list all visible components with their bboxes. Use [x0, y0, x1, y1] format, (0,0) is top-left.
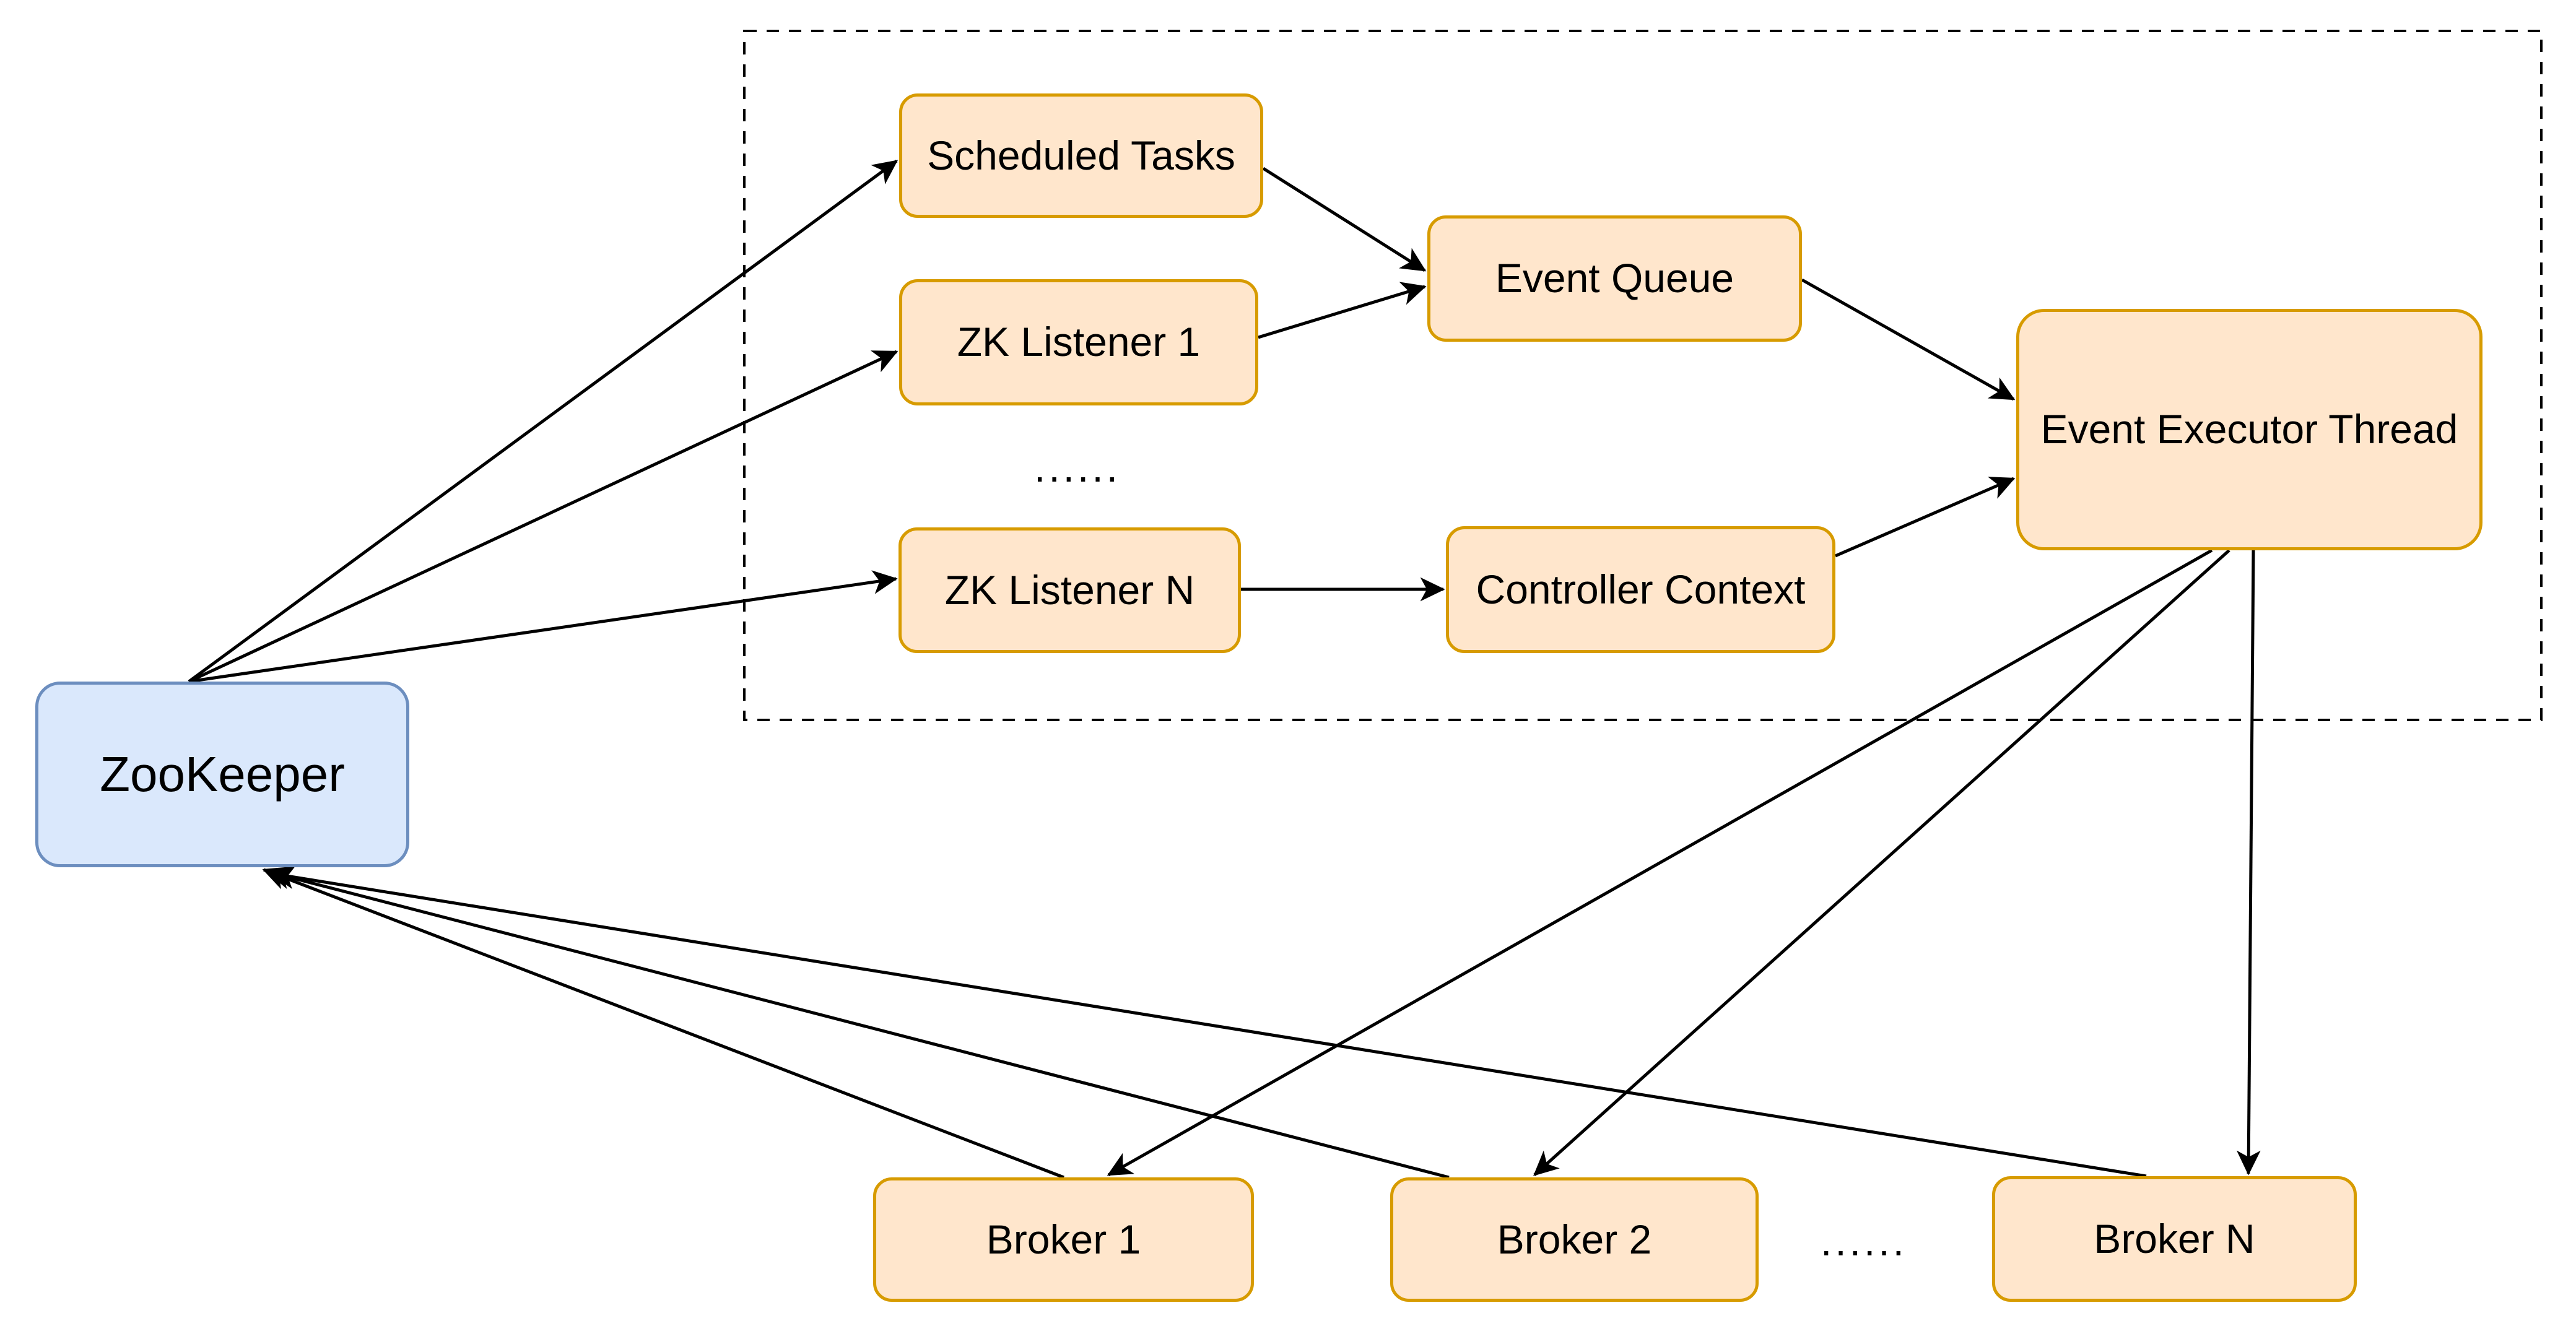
arrow-event-executor-thread-to-broker-2: [1533, 549, 2230, 1176]
scheduled-tasks-label: Scheduled Tasks: [927, 132, 1235, 178]
event-queue-label: Event Queue: [1495, 255, 1734, 301]
broker-n-label: Broker N: [2094, 1215, 2255, 1262]
arrow-scheduled-tasks-to-event-queue: [1262, 167, 1427, 272]
event-executor-thread-label: Event Executor Thread: [2040, 406, 2458, 453]
zk-listener-1-label: ZK Listener 1: [957, 319, 1201, 365]
arrow-event-executor-thread-to-broker-1: [1107, 548, 2213, 1177]
node-event-executor-thread: Event Executor Thread: [2016, 309, 2482, 550]
arrow-controller-context-to-event-executor-thread: [1835, 477, 2016, 558]
node-zookeeper: ZooKeeper: [35, 682, 409, 867]
zookeeper-label: ZooKeeper: [100, 747, 345, 802]
controller-context-label: Controller Context: [1476, 566, 1806, 612]
node-scheduled-tasks: Scheduled Tasks: [899, 93, 1263, 218]
node-broker-2: Broker 2: [1390, 1177, 1759, 1302]
node-zk-listener-n: ZK Listener N: [899, 527, 1241, 653]
arrow-zookeeper-to-zk-listener-1: [188, 350, 899, 683]
arrow-zk-listener-1-to-event-queue: [1258, 282, 1427, 339]
arrow-broker-1-to-zookeeper: [262, 867, 1064, 1179]
arrow-zookeeper-to-scheduled-tasks: [188, 159, 899, 683]
arrow-zookeeper-to-zk-listener-n: [188, 570, 898, 683]
node-event-queue: Event Queue: [1427, 215, 1802, 342]
arrow-event-executor-thread-to-broker-n: [2236, 550, 2261, 1176]
node-zk-listener-1: ZK Listener 1: [899, 279, 1258, 405]
brokers-ellipsis: ......: [1820, 1218, 1908, 1264]
node-broker-n: Broker N: [1992, 1176, 2357, 1302]
node-broker-1: Broker 1: [873, 1177, 1254, 1302]
arrow-event-queue-to-event-executor-thread: [1801, 278, 2016, 401]
arrow-broker-n-to-zookeeper: [269, 865, 2147, 1178]
broker-2-label: Broker 2: [1497, 1216, 1652, 1262]
zk-listener-n-label: ZK Listener N: [944, 566, 1195, 613]
listeners-ellipsis: ......: [1033, 444, 1121, 490]
node-controller-context: Controller Context: [1446, 526, 1835, 653]
arrow-broker-2-to-zookeeper: [266, 865, 1450, 1179]
broker-1-label: Broker 1: [986, 1216, 1141, 1262]
controller-dashed-container: [743, 30, 2543, 721]
